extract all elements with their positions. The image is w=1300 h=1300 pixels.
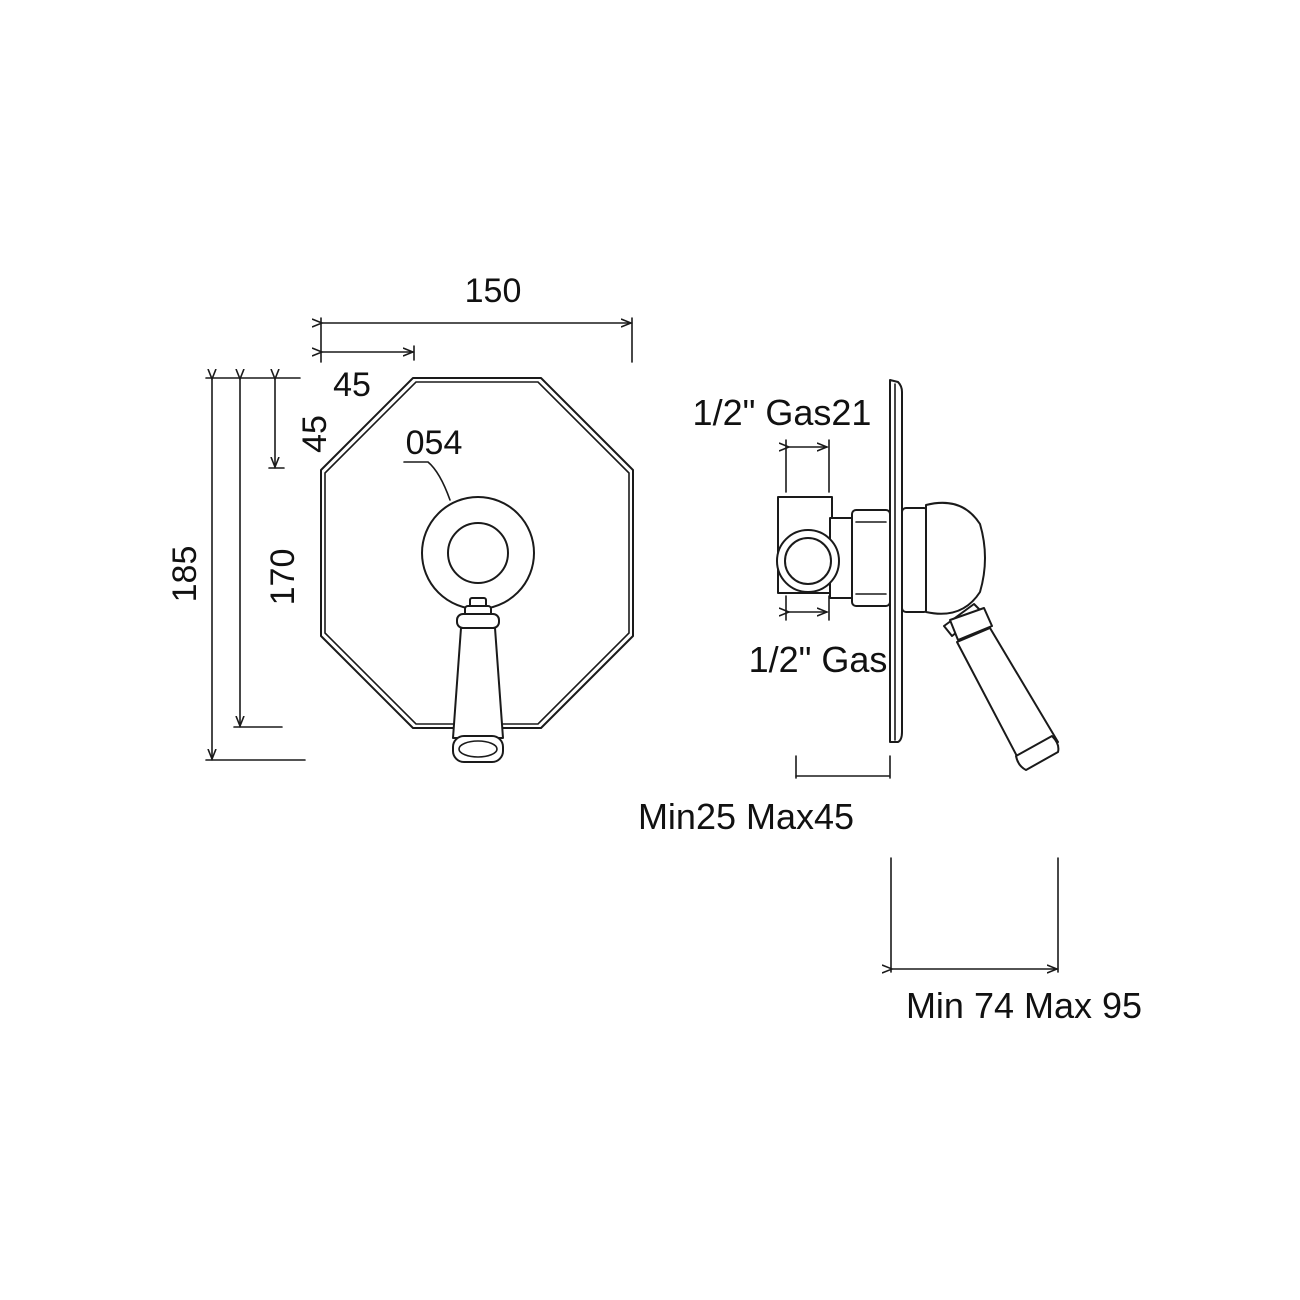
label-diameter-054: 054 [406, 424, 463, 462]
label-height-45: 45 [296, 415, 334, 453]
wall-plate [889, 379, 903, 743]
label-width-45: 45 [333, 366, 371, 404]
lever-handle-front [452, 597, 504, 763]
knob-inner-ring [447, 522, 509, 584]
label-wall-depth: Min25 Max45 [638, 796, 854, 837]
front-view: 150 45 054 45 170 185 [166, 272, 634, 763]
label-height-170: 170 [264, 549, 302, 606]
label-pipe-top: 1/2" Gas21 [693, 392, 872, 433]
label-pipe-bottom: 1/2" Gas [749, 639, 888, 680]
side-view: 1/2" Gas21 1/2" Gas Min25 Max45 Min 74 M… [638, 379, 1142, 1026]
valve-cover [901, 501, 986, 615]
octagon-plate-outer [320, 377, 634, 729]
label-projection: Min 74 Max 95 [906, 985, 1142, 1026]
lever-handle-side [943, 603, 1060, 771]
label-width-150: 150 [465, 272, 522, 310]
label-height-185: 185 [166, 546, 204, 603]
octagon-plate-inner [324, 381, 630, 725]
diameter-leader [403, 461, 451, 501]
valve-body [776, 496, 891, 607]
